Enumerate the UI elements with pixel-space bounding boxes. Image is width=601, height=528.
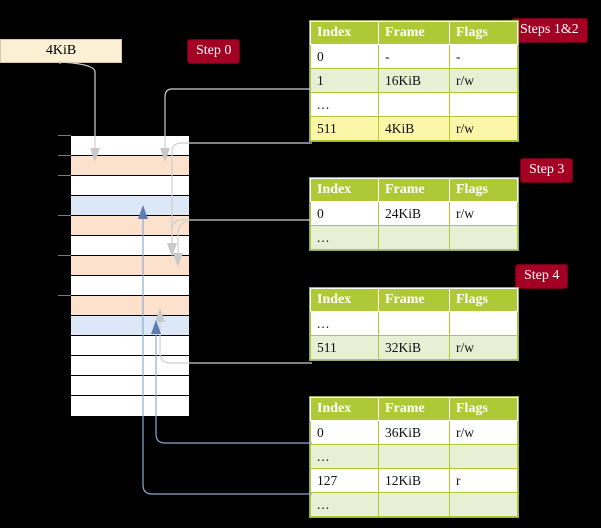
memory-frame-row: [71, 136, 189, 156]
table-l4-header-0: Index: [310, 21, 379, 45]
memory-frame-row: [71, 316, 189, 336]
table-row: ...: [310, 92, 518, 117]
table-l2-header-0: Index: [310, 288, 379, 312]
memory-frame-row: [71, 256, 189, 276]
table-l1-cell: 36KiB: [378, 420, 450, 445]
table-l1-cell: ...: [310, 492, 379, 517]
memory-frame-row: [71, 216, 189, 236]
table-l1-cell: 0: [310, 420, 379, 445]
request-box-4kib: 4KiB: [0, 39, 122, 63]
memory-frame-row: [71, 396, 189, 416]
memory-frame-row: [71, 156, 189, 176]
table-l4-cell: 0: [310, 44, 379, 69]
memory-frame-row: [71, 296, 189, 316]
table-l2-cell: 511: [310, 335, 379, 360]
table-l3-header-2: Flags: [449, 178, 518, 202]
table-l4-cell: -: [378, 44, 450, 69]
table-row: ...: [310, 311, 518, 336]
physical-memory-column: [70, 135, 190, 417]
memory-tick: [58, 155, 71, 156]
table-l4-cell: -: [449, 44, 518, 69]
table-l4-cell: 16KiB: [378, 68, 450, 93]
table-l4-cell: r/w: [449, 68, 518, 93]
table-l4-cell: [378, 92, 450, 117]
table-l1-header-2: Flags: [449, 397, 518, 421]
table-l3-header-1: Frame: [378, 178, 450, 202]
table-l1-cell: ...: [310, 444, 379, 469]
memory-tick: [58, 255, 71, 256]
table-l1-cell: 127: [310, 468, 379, 493]
table-l4-cell: ...: [310, 92, 379, 117]
table-l2-header-1: Frame: [378, 288, 450, 312]
table-l4-cell: [449, 92, 518, 117]
table-l1-cell: [449, 492, 518, 517]
table-row: ...: [310, 444, 518, 469]
table-l1-cell: r: [449, 468, 518, 493]
table-l1-header-1: Frame: [378, 397, 450, 421]
table-row: ...: [310, 492, 518, 517]
memory-frame-row: [71, 376, 189, 396]
table-row: ...: [310, 225, 518, 250]
table-l4-header-1: Frame: [378, 21, 450, 45]
table-l1-cell: [378, 492, 450, 517]
badge-step-0: Step 0: [188, 40, 240, 63]
table-l3-header-0: Index: [310, 178, 379, 202]
table-l3-cell: ...: [310, 225, 379, 250]
table-l4-header-2: Flags: [449, 21, 518, 45]
table-l3-cell: [378, 225, 450, 250]
table-l1-header-0: Index: [310, 397, 379, 421]
table-l2-cell: 32KiB: [378, 335, 450, 360]
table-row: 0--: [310, 44, 518, 69]
memory-frame-row: [71, 356, 189, 376]
table-l2-cell: [378, 311, 450, 336]
table-l3-cell: 24KiB: [378, 201, 450, 226]
memory-tick: [58, 295, 71, 296]
badge-step-3: Step 3: [521, 159, 573, 182]
memory-frame-row: [71, 276, 189, 296]
memory-tick: [58, 175, 71, 176]
table-l2-header-2: Flags: [449, 288, 518, 312]
table-l2-cell: ...: [310, 311, 379, 336]
request-box-label: 4KiB: [45, 43, 77, 58]
wire-memory-to-l4-511: [171, 142, 312, 245]
table-l4-cell: r/w: [449, 116, 518, 141]
badge-step-4: Step 4: [516, 265, 568, 288]
table-l3-cell: [449, 225, 518, 250]
memory-frame-row: [71, 336, 189, 356]
table-l3-cell: 0: [310, 201, 379, 226]
table-l1-cell: r/w: [449, 420, 518, 445]
table-l2-cell: r/w: [449, 335, 518, 360]
table-l3-cell: r/w: [449, 201, 518, 226]
wire-l3-row0-to-memory: [171, 219, 312, 250]
memory-frame-row: [71, 196, 189, 216]
table-l1-cell: [378, 444, 450, 469]
memory-frame-row: [71, 176, 189, 196]
table-l1-cell: [449, 444, 518, 469]
table-l4-cell: 4KiB: [378, 116, 450, 141]
table-l1-cell: 12KiB: [378, 468, 450, 493]
badge-steps-1-2: Steps 1&2: [512, 19, 587, 42]
memory-frame-row: [71, 236, 189, 256]
table-l4-cell: 511: [310, 116, 379, 141]
table-l4-cell: 1: [310, 68, 379, 93]
memory-tick: [58, 135, 71, 136]
table-l2-cell: [449, 311, 518, 336]
memory-tick: [58, 215, 71, 216]
